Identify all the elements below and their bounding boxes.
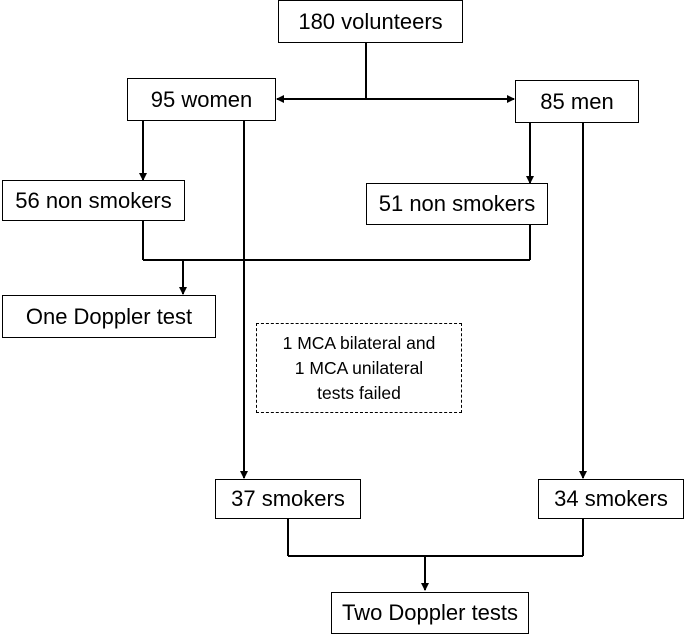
failed-tests-note: 1 MCA bilateral and 1 MCA unilateral tes… [256, 323, 462, 413]
women-smokers-box: 37 smokers [215, 479, 361, 519]
women-label: 95 women [150, 86, 253, 112]
two-doppler-tests-box: Two Doppler tests [331, 592, 529, 634]
one-doppler-test-box: One Doppler test [2, 295, 216, 338]
women-box: 95 women [127, 78, 276, 121]
note-line-2: 1 MCA unilateral [294, 357, 424, 378]
volunteers-label: 180 volunteers [298, 8, 443, 34]
volunteers-box: 180 volunteers [278, 0, 463, 43]
two-doppler-tests-label: Two Doppler tests [341, 600, 519, 625]
men-smokers-box: 34 smokers [538, 479, 684, 519]
note-line-3: tests failed [317, 382, 401, 403]
one-doppler-test-label: One Doppler test [25, 303, 193, 329]
men-non-smokers-label: 51 non smokers [378, 191, 536, 216]
men-label: 85 men [540, 88, 614, 114]
women-smokers-label: 37 smokers [231, 486, 345, 511]
men-smokers-label: 34 smokers [554, 486, 668, 511]
note-line-1: 1 MCA bilateral and [282, 332, 436, 353]
women-non-smokers-box: 56 non smokers [2, 180, 185, 221]
men-box: 85 men [515, 80, 639, 123]
men-non-smokers-box: 51 non smokers [366, 183, 548, 225]
women-non-smokers-label: 56 non smokers [15, 187, 172, 213]
